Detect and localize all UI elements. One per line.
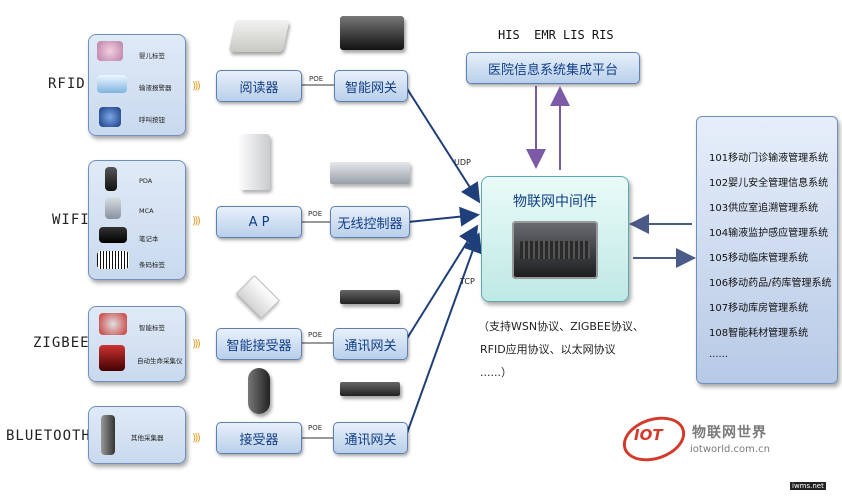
- receiver-node-box: 接受器: [216, 422, 302, 454]
- device-label: PDA: [139, 177, 153, 185]
- ap-node-box: A P: [216, 206, 302, 238]
- hospital-integration-platform-box: 医院信息系统集成平台: [466, 52, 640, 84]
- reader-device-icon: [228, 20, 290, 52]
- device-label: MCA: [139, 207, 154, 215]
- app-system-item: 108智能耗材管理系统: [709, 328, 809, 339]
- application-systems-panel: 101移动门诊输液管理系统 102婴儿安全管理信息系统 103供应室追溯管理系统…: [696, 116, 838, 384]
- arrow-bluetooth-to-middleware: [405, 232, 482, 437]
- smart-receiver-node-box: 智能接受器: [216, 328, 302, 360]
- row-label-zigbee: ZIGBEE: [33, 335, 90, 351]
- device-label: 呼叫按钮: [139, 116, 165, 124]
- smart-gateway-box: 智能网关: [334, 70, 408, 102]
- comm-gateway-box: 通讯网关: [333, 328, 408, 360]
- reader-node-box: 阅读器: [216, 70, 302, 102]
- poe-label: POE: [309, 75, 324, 83]
- baby-tag-icon: [97, 41, 123, 61]
- device-label: 输液报警器: [139, 84, 172, 92]
- iot-logo-text: IOT: [634, 426, 663, 444]
- access-point-device-icon: [240, 134, 270, 190]
- device-label: 智能标签: [139, 324, 165, 332]
- signal-wave-icon: ))): [192, 337, 201, 350]
- app-system-item: 104输液监护感应管理系统: [709, 228, 829, 239]
- iotworld-logo: IOT 物联网世界 iotworld.com.cn: [617, 409, 800, 469]
- signal-wave-icon: ))): [192, 79, 201, 92]
- device-label: 其他采集器: [131, 434, 164, 442]
- row-label-rfid: RFID: [48, 76, 86, 92]
- mca-icon: [105, 197, 121, 219]
- smart-gateway-device-icon: [340, 16, 404, 50]
- arrow-wifi-to-middleware: [407, 206, 480, 227]
- comm-gateway-device-icon: [340, 290, 400, 304]
- app-system-item: 102婴儿安全管理信息系统: [709, 178, 829, 189]
- tcp-label: TCP: [460, 277, 475, 286]
- arrow-rfid-to-middleware: [405, 86, 481, 204]
- signal-wave-icon: ))): [192, 431, 201, 444]
- device-label: 笔记本: [139, 235, 159, 243]
- device-label: 条码标签: [139, 261, 165, 269]
- barcode-tag-icon: [97, 251, 129, 269]
- comm-gateway-device-icon: [340, 382, 400, 396]
- vital-sign-collector-icon: [99, 345, 125, 371]
- signal-wave-icon: ))): [192, 214, 201, 227]
- wireless-controller-box: 无线控制器: [330, 206, 410, 238]
- logo-url: iotworld.com.cn: [690, 444, 770, 455]
- app-system-item: ......: [709, 349, 729, 360]
- middleware-protocol-note-line-3: ......）: [480, 366, 512, 379]
- device-label: 婴儿标签: [139, 52, 165, 60]
- hospital-systems-label: HIS EMR LIS RIS: [498, 28, 614, 42]
- laptop-icon: [99, 227, 127, 243]
- infusion-alarm-icon: [97, 75, 127, 93]
- row-label-bluetooth: BLUETOOTH: [6, 428, 91, 444]
- app-system-item: 107移动库房管理系统: [709, 303, 809, 314]
- wifi-device-panel: PDA MCA 笔记本 条码标签: [88, 160, 186, 280]
- middleware-protocol-note-line-2: RFID应用协议、以太网协议: [480, 343, 616, 356]
- iot-middleware-box: 物联网中间件: [481, 176, 629, 302]
- watermark: iwms.net: [790, 482, 826, 490]
- device-label: 自动生命采集仪: [137, 357, 183, 365]
- server-blade-icon: [512, 221, 598, 279]
- middleware-title: 物联网中间件: [513, 194, 597, 210]
- app-system-item: 103供应室追溯管理系统: [709, 203, 819, 214]
- call-button-icon: [99, 107, 121, 127]
- zigbee-device-panel: 智能标签 自动生命采集仪: [88, 306, 186, 382]
- middleware-protocol-note-line-1: （支持WSN协议、ZIGBEE协议、: [478, 320, 644, 333]
- logo-name: 物联网世界: [692, 425, 767, 441]
- headset-icon: [101, 415, 115, 455]
- poe-label: POE: [308, 210, 323, 218]
- app-system-item: 105移动临床管理系统: [709, 253, 809, 264]
- pda-icon: [105, 167, 117, 191]
- receiver-device-icon: [248, 368, 270, 414]
- rfid-device-panel: 婴儿标签 输液报警器 呼叫按钮: [88, 34, 186, 136]
- comm-gateway-box: 通讯网关: [333, 422, 408, 454]
- poe-label: POE: [308, 331, 323, 339]
- wireless-controller-device-icon: [330, 162, 410, 184]
- smart-tag-icon: [99, 313, 127, 335]
- row-label-wifi: WIFI: [52, 212, 90, 228]
- poe-label: POE: [308, 424, 323, 432]
- app-system-item: 101移动门诊输液管理系统: [709, 153, 829, 164]
- udp-label: UDP: [454, 158, 471, 167]
- bluetooth-device-panel: 其他采集器: [88, 406, 186, 464]
- app-system-item: 106移动药品/药库管理系统: [709, 278, 832, 289]
